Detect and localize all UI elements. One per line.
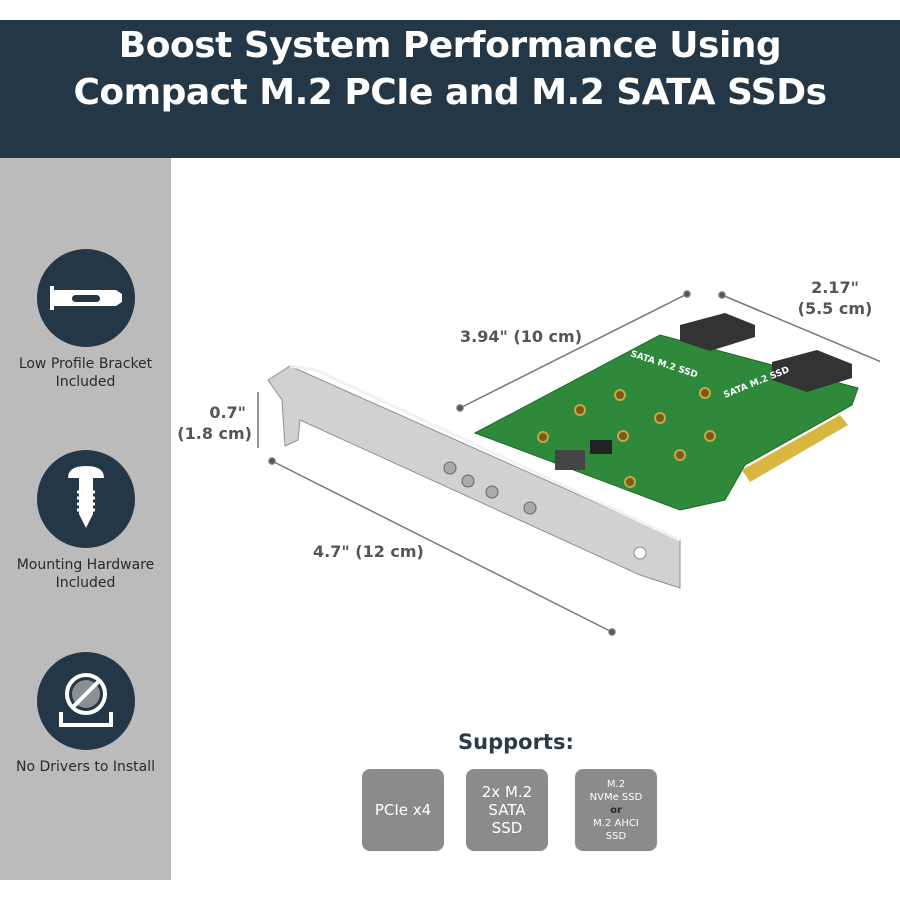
dimension-bracket: 4.7" (12 cm) <box>313 542 424 561</box>
supports-title: Supports: <box>458 730 574 754</box>
support-pcie-x4: PCIe x4 <box>362 769 444 851</box>
screw-icon <box>36 450 135 548</box>
dimension-width-cm: (5.5 cm) <box>797 299 873 318</box>
feature-label: Low Profile Bracket <box>18 356 153 372</box>
feature-label: Included <box>55 374 116 390</box>
support-sata-ssd: 2x M.2 SATA SSD <box>466 769 548 851</box>
feature-no-drivers: No Drivers to Install <box>0 652 171 776</box>
product-image: SATA M.2 SSD SATA M.2 SSD <box>257 290 880 636</box>
feature-label: No Drivers to Install <box>16 759 155 775</box>
dimension-width: 2.17" (5.5 cm) <box>795 277 875 319</box>
title-line-2: Compact M.2 PCIe and M.2 SATA SSDs <box>73 72 827 113</box>
feature-label: Mounting Hardware <box>16 557 155 573</box>
support-text: or <box>610 804 622 816</box>
support-text: NVMe SSD <box>589 791 643 803</box>
dimension-height-cm: (1.8 cm) <box>177 424 252 443</box>
support-text: 2x M.2 <box>481 783 533 801</box>
feature-mounting-hardware: Mounting Hardware Included <box>0 450 171 592</box>
support-text: SSD <box>605 830 627 842</box>
dimension-height-in: 0.7" <box>209 403 246 422</box>
dimension-height: 0.7" (1.8 cm) <box>172 402 252 444</box>
dimension-width-in: 2.17" <box>811 278 859 297</box>
dimension-length: 3.94" (10 cm) <box>460 327 582 346</box>
title-line-1: Boost System Performance Using <box>118 25 782 66</box>
support-text: M.2 <box>606 778 626 790</box>
bracket-icon <box>36 249 135 347</box>
feature-bracket: Low Profile Bracket Included <box>0 249 171 391</box>
header-banner: Boost System Performance Using Compact M… <box>0 20 900 158</box>
support-text: PCIe x4 <box>374 801 432 819</box>
support-text: SSD <box>491 819 523 837</box>
support-text: SATA <box>488 801 526 819</box>
feature-label: Included <box>55 575 116 591</box>
support-nvme-ahci: M.2 NVMe SSD or M.2 AHCI SSD <box>575 769 657 851</box>
support-text: M.2 AHCI <box>593 817 639 829</box>
no-drivers-icon <box>36 652 135 750</box>
